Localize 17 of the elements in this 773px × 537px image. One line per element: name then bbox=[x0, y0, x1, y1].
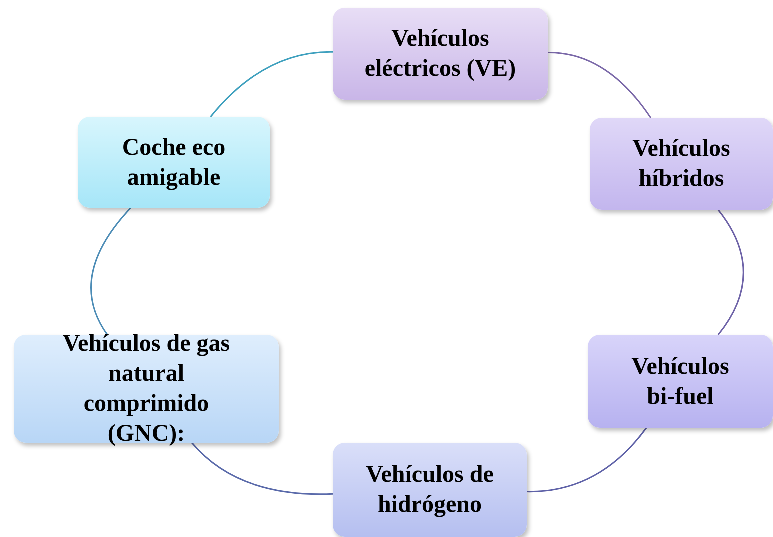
node-label: Coche eco amigable bbox=[121, 134, 227, 192]
rounded-box bbox=[333, 8, 548, 100]
connector-line bbox=[718, 210, 744, 336]
connector-line bbox=[90, 208, 132, 336]
node-label: Vehículos eléctricos (VE) bbox=[364, 25, 518, 84]
rounded-box bbox=[333, 443, 527, 537]
node-label: Vehículos bi-fuel bbox=[630, 352, 730, 412]
rounded-box bbox=[588, 335, 773, 428]
node-label: Vehículos de gas natural comprimido (GNC): bbox=[62, 330, 232, 449]
connector-line bbox=[548, 52, 652, 118]
rounded-box bbox=[78, 117, 270, 208]
connector-line bbox=[192, 442, 334, 496]
rounded-box bbox=[590, 118, 773, 210]
connector-line bbox=[210, 51, 334, 118]
node-label: Vehículos de hidrógeno bbox=[365, 461, 495, 520]
node-label: Vehículos híbridos bbox=[632, 135, 732, 194]
connector-line bbox=[526, 428, 648, 493]
